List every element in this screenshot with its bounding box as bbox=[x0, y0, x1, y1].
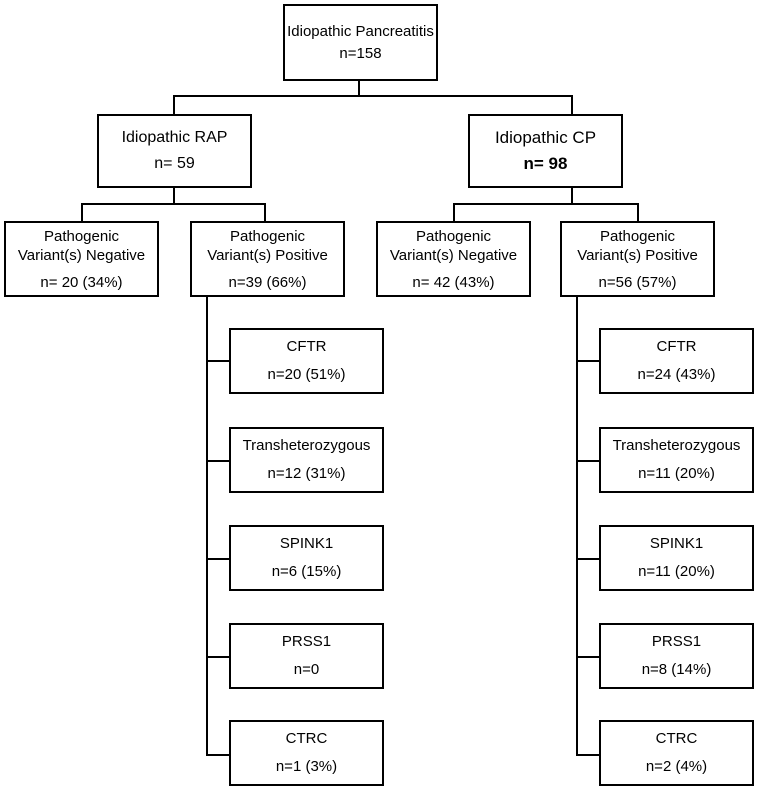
connector-cp-gene-3 bbox=[576, 558, 600, 560]
cp-positive-count: n=56 (57%) bbox=[598, 273, 677, 291]
rap-gene-transheterozygous-box: Transheterozygous n=12 (31%) bbox=[229, 427, 384, 493]
cp-gene-count: n=2 (4%) bbox=[645, 758, 708, 775]
cp-positive-box: Pathogenic Variant(s) Positive n=56 (57%… bbox=[560, 221, 715, 297]
rap-gene-name: CTRC bbox=[285, 730, 328, 747]
connector-cp-down bbox=[571, 187, 573, 205]
connector-cp-gene-5 bbox=[576, 754, 600, 756]
connector-rap-gene-2 bbox=[206, 460, 230, 462]
root-count: n=158 bbox=[339, 44, 382, 62]
rap-positive-line1: Pathogenic bbox=[229, 227, 306, 245]
cp-negative-count: n= 42 (43%) bbox=[412, 273, 495, 291]
cp-gene-count: n=8 (14%) bbox=[641, 661, 712, 678]
connector-cp-pos-up bbox=[637, 203, 639, 222]
rap-gene-prss1-box: PRSS1 n=0 bbox=[229, 623, 384, 689]
cp-positive-line1: Pathogenic bbox=[599, 227, 676, 245]
rap-title: Idiopathic RAP bbox=[121, 129, 228, 146]
cp-negative-line2: Variant(s) Negative bbox=[389, 246, 518, 264]
rap-gene-count: n=20 (51%) bbox=[267, 366, 346, 383]
rap-gene-spink1-box: SPINK1 n=6 (15%) bbox=[229, 525, 384, 591]
rap-positive-count: n=39 (66%) bbox=[228, 273, 307, 291]
rap-gene-ctrc-box: CTRC n=1 (3%) bbox=[229, 720, 384, 786]
connector-rap-gene-1 bbox=[206, 360, 230, 362]
rap-negative-line2: Variant(s) Negative bbox=[17, 246, 146, 264]
rap-negative-count: n= 20 (34%) bbox=[40, 273, 123, 291]
cp-negative-line1: Pathogenic bbox=[415, 227, 492, 245]
rap-gene-name: PRSS1 bbox=[281, 633, 332, 650]
cp-gene-name: CFTR bbox=[656, 338, 697, 355]
connector-cp-gene-1 bbox=[576, 360, 600, 362]
cp-gene-count: n=11 (20%) bbox=[638, 563, 715, 580]
root-box: Idiopathic Pancreatitis n=158 bbox=[283, 4, 438, 81]
rap-box: Idiopathic RAP n= 59 bbox=[97, 114, 252, 188]
connector-rap-bar bbox=[81, 203, 266, 205]
connector-rap-neg-up bbox=[81, 203, 83, 222]
cp-gene-name: PRSS1 bbox=[651, 633, 702, 650]
rap-gene-name: SPINK1 bbox=[279, 535, 334, 552]
connector-rap-pos-up bbox=[264, 203, 266, 222]
cp-gene-prss1-box: PRSS1 n=8 (14%) bbox=[599, 623, 754, 689]
rap-gene-cftr-box: CFTR n=20 (51%) bbox=[229, 328, 384, 394]
connector-cp-neg-up bbox=[453, 203, 455, 222]
connector-cp-gene-4 bbox=[576, 656, 600, 658]
connector-cp-bar bbox=[453, 203, 639, 205]
cp-count: n= 98 bbox=[523, 154, 568, 173]
connector-rap-down bbox=[173, 187, 175, 205]
connector-rap-gene-5 bbox=[206, 754, 230, 756]
rap-gene-name: Transheterozygous bbox=[242, 437, 371, 454]
cp-positive-line2: Variant(s) Positive bbox=[577, 246, 698, 264]
connector-cp-up bbox=[571, 95, 573, 115]
cp-title: Idiopathic CP bbox=[494, 128, 597, 147]
connector-cp-gene-2 bbox=[576, 460, 600, 462]
rap-positive-line2: Variant(s) Positive bbox=[207, 246, 328, 264]
rap-count: n= 59 bbox=[154, 155, 195, 172]
rap-gene-count: n=12 (31%) bbox=[267, 465, 346, 482]
connector-cp-genes-trunk bbox=[576, 296, 578, 756]
cp-gene-ctrc-box: CTRC n=2 (4%) bbox=[599, 720, 754, 786]
rap-negative-box: Pathogenic Variant(s) Negative n= 20 (34… bbox=[4, 221, 159, 297]
rap-gene-count: n=1 (3%) bbox=[275, 758, 338, 775]
cp-gene-spink1-box: SPINK1 n=11 (20%) bbox=[599, 525, 754, 591]
rap-gene-count: n=6 (15%) bbox=[271, 563, 342, 580]
cp-box: Idiopathic CP n= 98 bbox=[468, 114, 623, 188]
connector-root-down bbox=[358, 80, 360, 96]
rap-negative-line1: Pathogenic bbox=[43, 227, 120, 245]
cp-gene-count: n=11 (20%) bbox=[638, 465, 715, 482]
cp-gene-count: n=24 (43%) bbox=[637, 366, 716, 383]
cp-gene-name: Transheterozygous bbox=[612, 437, 741, 454]
rap-gene-name: CFTR bbox=[286, 338, 327, 355]
rap-positive-box: Pathogenic Variant(s) Positive n=39 (66%… bbox=[190, 221, 345, 297]
cp-gene-name: CTRC bbox=[655, 730, 698, 747]
connector-rap-genes-trunk bbox=[206, 296, 208, 756]
rap-gene-count: n=0 bbox=[293, 661, 320, 678]
connector-rap-gene-3 bbox=[206, 558, 230, 560]
cp-gene-cftr-box: CFTR n=24 (43%) bbox=[599, 328, 754, 394]
connector-level1-bar bbox=[173, 95, 573, 97]
root-title: Idiopathic Pancreatitis bbox=[287, 22, 434, 40]
connector-rap-gene-4 bbox=[206, 656, 230, 658]
connector-rap-up bbox=[173, 95, 175, 115]
cp-negative-box: Pathogenic Variant(s) Negative n= 42 (43… bbox=[376, 221, 531, 297]
cp-gene-name: SPINK1 bbox=[649, 535, 704, 552]
cp-gene-transheterozygous-box: Transheterozygous n=11 (20%) bbox=[599, 427, 754, 493]
